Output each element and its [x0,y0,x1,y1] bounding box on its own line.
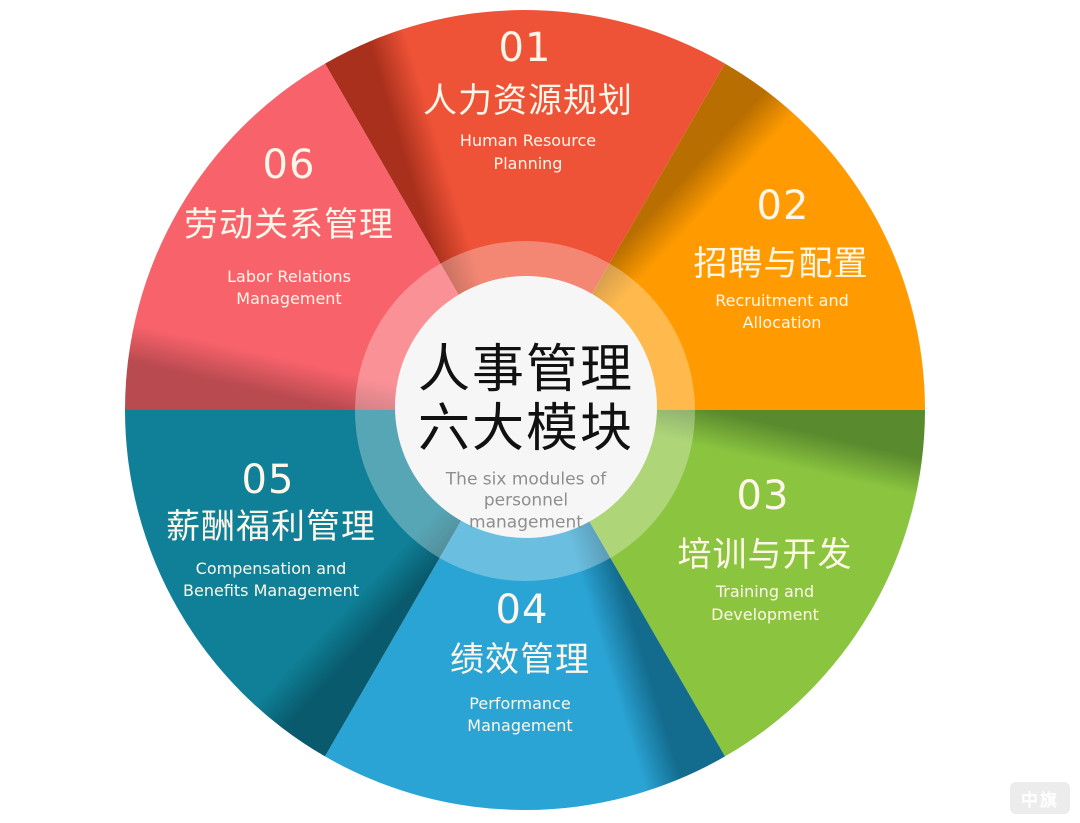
module-04-title-en-line1: Performance [469,694,571,713]
module-wedge-06 [125,63,525,410]
module-02-number: 02 [756,183,810,229]
module-04-title-en-line2: Management [467,716,573,735]
module-04-number: 04 [495,587,549,633]
module-05-title-cn: 薪酬福利管理 [166,507,376,547]
center-title-cn-line1: 人事管理 [417,340,635,400]
module-06-title-cn: 劳动关系管理 [184,205,394,245]
module-02-title-en-line2: Allocation [742,313,822,332]
watermark-badge: 中旗 [1010,782,1070,814]
module-01-title-cn: 人力资源规划 [423,81,633,121]
module-wedge-01 [325,9,725,410]
module-06-number: 06 [262,142,316,188]
module-04-title-cn: 绩效管理 [450,640,590,680]
center-title-cn-line2: 六大模块 [417,399,635,459]
module-06-title-en-line2: Management [236,289,342,308]
module-05-number: 05 [241,457,295,503]
module-01-title-en-line2: Planning [493,154,563,173]
module-wedge-04 [325,410,725,810]
center-white-disc [395,276,657,538]
module-wedges [125,9,925,810]
module-01-number: 01 [498,25,552,71]
module-02-title-en-line1: Recruitment and [715,291,849,310]
module-05-title-en-line2: Benefits Management [183,581,359,600]
center-subtitle-en-line2: personnel [483,490,569,511]
module-01-title-en-line1: Human Resource [459,131,597,150]
module-03-number: 03 [736,473,790,519]
module-wedge-03 [525,410,925,757]
module-03-title-cn: 培训与开发 [677,535,853,575]
module-03-title-en-line1: Training and [715,582,815,601]
module-05-title-en-line1: Compensation and [195,559,347,578]
module-03-title-en-line2: Development [711,605,819,624]
center-subtitle-en-line1: The six modules of [445,469,607,490]
module-06-title-en-line1: Labor Relations [227,267,351,286]
module-02-title-cn: 招聘与配置 [693,244,869,284]
center-subtitle-en-line3: management [469,512,583,533]
module-wedge-05 [125,410,525,757]
